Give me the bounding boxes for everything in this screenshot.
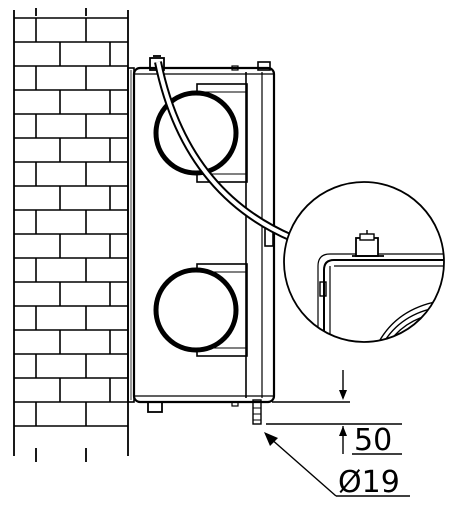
condensate-drain <box>252 399 262 425</box>
wall-outline <box>13 8 129 462</box>
diameter-dimension-label: Ø19 <box>338 465 400 500</box>
ventilation-unit <box>127 55 276 425</box>
unit-body <box>132 66 276 404</box>
bottom-fitting-left <box>147 401 163 413</box>
leader-arrow <box>264 432 278 446</box>
lower-duct-circle <box>153 267 239 353</box>
brick-wall <box>14 17 128 427</box>
dimension-annotations <box>264 370 410 497</box>
height-dimension-label: 50 <box>354 423 392 458</box>
top-fitting-right <box>257 61 271 71</box>
cable <box>154 61 294 242</box>
arrow-up <box>339 426 347 436</box>
arrow-down <box>339 390 347 400</box>
detail-magnifier <box>283 181 445 343</box>
